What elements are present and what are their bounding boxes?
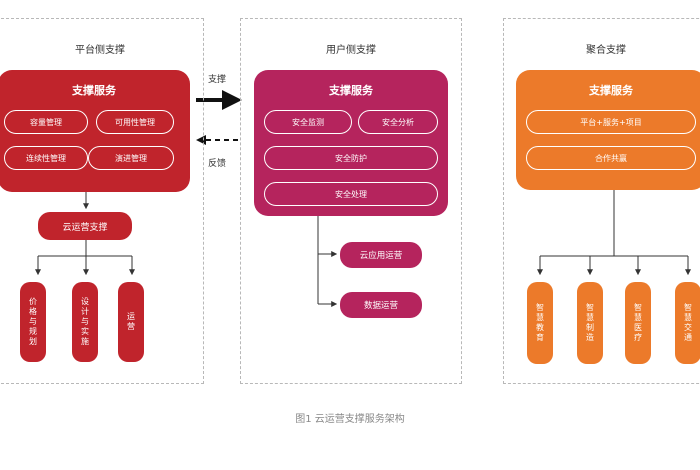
aggregate-leaf-education: 智慧教育 xyxy=(527,282,553,364)
aggregate-pill-cooperation: 合作共赢 xyxy=(526,146,696,170)
aggregate-pill-platform: 平台+服务+项目 xyxy=(526,110,696,134)
cloud-operations-hub: 云运营支撑 xyxy=(38,212,132,240)
figure-caption: 图1 云运营支撑服务架构 xyxy=(295,414,405,425)
platform-panel-title: 平台侧支撑 xyxy=(75,45,125,56)
aggregate-leaf-transport: 智慧交通 xyxy=(675,282,700,364)
user-card-title: 支撑服务 xyxy=(329,84,373,97)
platform-pill-capacity: 容量管理 xyxy=(4,110,88,134)
aggregate-leaf-manufacturing: 智慧制造 xyxy=(577,282,603,364)
platform-leaf-pricing: 价格与规划 xyxy=(20,282,46,362)
platform-pill-continuity: 连续性管理 xyxy=(4,146,88,170)
aggregate-branch xyxy=(540,190,688,257)
platform-leaf-design: 设计与实施 xyxy=(72,282,98,362)
platform-service-card: 支撑服务 容量管理 可用性管理 连续性管理 演进管理 xyxy=(0,70,190,192)
platform-support-panel: 平台侧支撑 xyxy=(0,18,204,384)
platform-leaf-operations: 运营 xyxy=(118,282,144,362)
aggregate-support-panel: 聚合支撑 xyxy=(503,18,700,384)
user-pill-monitoring: 安全监测 xyxy=(264,110,352,134)
platform-card-title: 支撑服务 xyxy=(72,84,116,97)
feedback-label: 反馈 xyxy=(208,159,227,169)
user-pill-protection: 安全防护 xyxy=(264,146,438,170)
user-leaf-data-ops: 数据运营 xyxy=(340,292,422,318)
aggregate-card-title: 支撑服务 xyxy=(589,84,633,97)
aggregate-panel-title: 聚合支撑 xyxy=(586,45,626,56)
aggregate-service-card: 支撑服务 平台+服务+项目 合作共赢 xyxy=(516,70,700,190)
user-service-card: 支撑服务 安全监测 安全分析 安全防护 安全处理 xyxy=(254,70,448,216)
user-panel-title: 用户侧支撑 xyxy=(326,45,376,56)
aggregate-leaf-medical: 智慧医疗 xyxy=(625,282,651,364)
user-pill-analysis: 安全分析 xyxy=(358,110,438,134)
user-pill-handling: 安全处理 xyxy=(264,182,438,206)
user-leaf-cloud-app-ops: 云应用运营 xyxy=(340,242,422,268)
support-label: 支撑 xyxy=(208,75,227,85)
platform-pill-availability: 可用性管理 xyxy=(96,110,174,134)
platform-pill-evolution: 演进管理 xyxy=(88,146,174,170)
user-support-panel: 用户侧支撑 xyxy=(240,18,462,384)
platform-hub-branch xyxy=(38,240,132,257)
